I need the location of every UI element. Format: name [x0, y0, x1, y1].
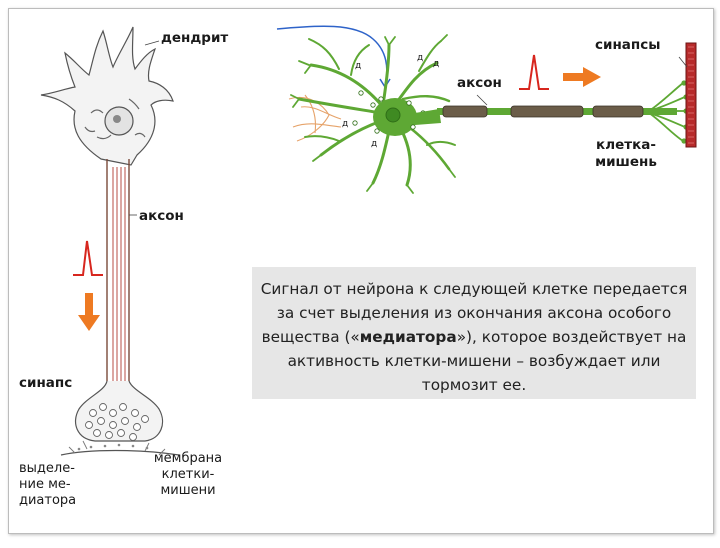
neuron-illustrations	[40, 25, 697, 456]
label-synapse: синапс	[19, 375, 73, 391]
label-dendrite: дендрит	[161, 30, 229, 46]
label-target-membrane-line3: мишени	[160, 483, 216, 498]
label-mediator-release-line2: ние ме-	[19, 477, 71, 492]
caption-text-after: »), которое воздействует на активность к…	[287, 328, 687, 394]
right-orange-right-arrow-icon	[563, 67, 601, 87]
caption-text: Сигнал от нейрона к следующей клетке пер…	[252, 267, 696, 397]
label-axon-left: аксон	[139, 208, 184, 224]
right-neuron-drawing	[276, 25, 697, 194]
label-target-membrane: мембрана клетки- мишени	[145, 451, 231, 499]
label-axon-right: аксон	[457, 75, 502, 91]
left-neuron-drawing	[40, 26, 180, 456]
label-synapses: синапсы	[595, 37, 661, 53]
d-mark: д	[342, 119, 349, 129]
d-mark: д	[417, 53, 424, 63]
label-mediator-release-line3: диатора	[19, 493, 77, 508]
label-target-cell-line1: клетка-	[596, 137, 656, 153]
label-target-cell-line2: мишень	[595, 154, 657, 170]
label-mediator-release-line1: выделе-	[19, 461, 75, 476]
d-mark: д	[371, 139, 378, 149]
right-spike-icon	[519, 54, 549, 90]
d-mark: д	[433, 59, 440, 69]
left-orange-down-arrow-icon	[78, 293, 100, 331]
d-mark: д	[355, 61, 362, 71]
label-target-cell: клетка- мишень	[581, 137, 671, 171]
label-mediator-release: выделе- ние ме- диатора	[19, 461, 76, 509]
caption-text-before: Сигнал от нейрона к следующей клетке пер…	[260, 280, 688, 346]
left-spike-icon	[73, 240, 103, 276]
slide: д д д д д дендрит аксон синапс выделе- н…	[8, 8, 714, 534]
label-target-membrane-line2: клетки-	[161, 467, 215, 482]
caption-bold-term: медиатора	[359, 328, 457, 346]
caption-box: Сигнал от нейрона к следующей клетке пер…	[252, 267, 696, 399]
label-target-membrane-line1: мембрана	[153, 451, 223, 466]
